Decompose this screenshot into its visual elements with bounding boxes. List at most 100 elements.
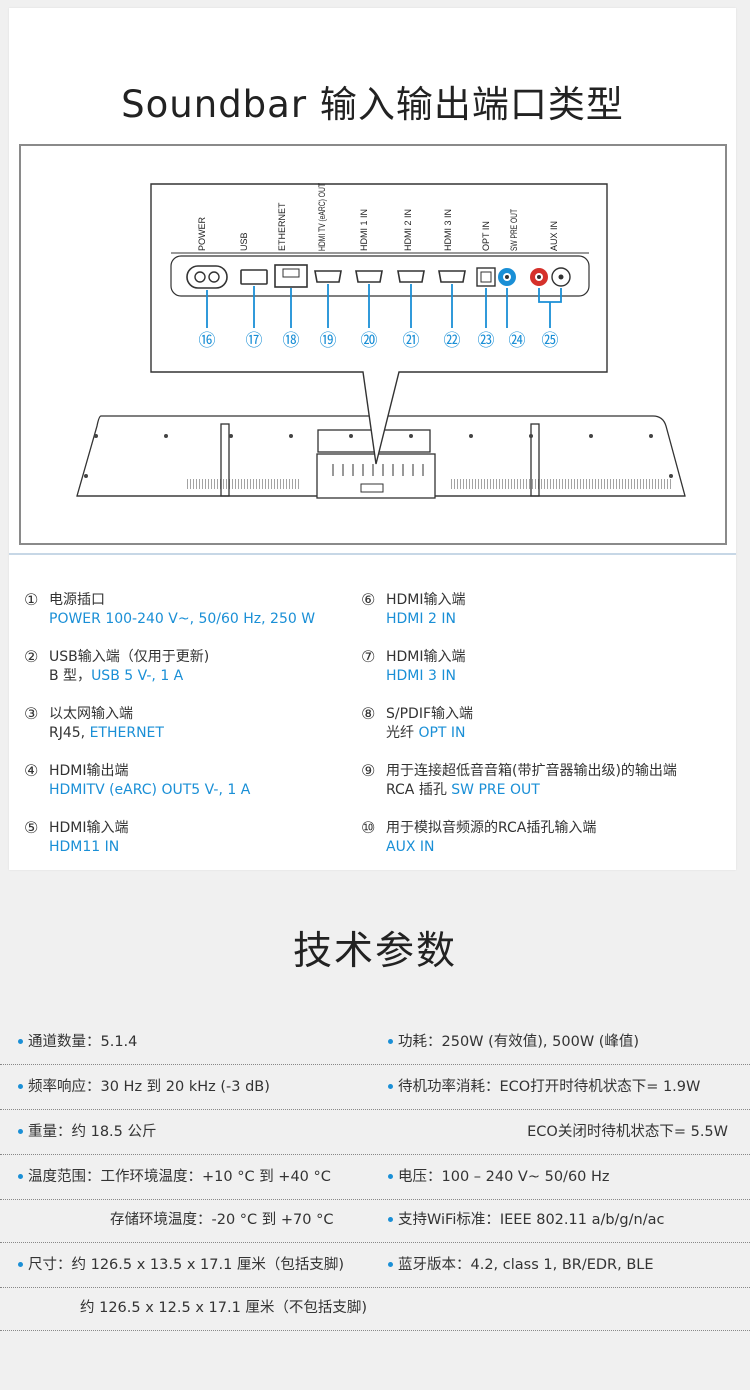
bullet-icon [18,1128,23,1134]
legend-name: HDMI输入端 [386,649,466,665]
marker-23: ㉓ [478,331,495,351]
port-label-hdmi2: HDMI 2 IN [403,209,413,251]
hdmi-tv-port-icon [314,270,342,283]
leader-lines [206,284,562,328]
hdmi2-port-icon [397,270,425,283]
legend-num: ⑥ [361,590,376,609]
legend-detail: POWER 100-240 V~, 50/60 Hz, 250 W [49,611,316,627]
spec-left: 通道数量：5.1.4 [18,1020,137,1064]
legend-detail: HDMITV (eARC) OUT5 V-, 1 A [49,782,251,798]
legend-num: ④ [24,761,39,780]
spec-left: 重量：约 18.5 公斤 [18,1110,157,1154]
port-label-power: POWER [197,216,207,251]
spec-right: 电压：100 – 240 V~ 50/60 Hz [388,1155,610,1199]
hdmi3-port-icon [438,270,466,283]
legend-num: ③ [24,704,39,723]
port-label-hdmi-tv: HDMI TV (eARC) OUT [317,183,327,251]
spec-row: 频率响应：30 Hz 到 20 kHz (-3 dB) 待机功率消耗：ECO打开… [0,1065,750,1110]
marker-20: ⑳ [361,331,378,351]
port-diagram-svg: POWER USB ETHERNET HDMI TV (eARC) OUT HD… [76,183,686,499]
ethernet-port-icon [274,264,308,288]
legend-num: ⑩ [361,818,376,837]
hdmi1-port-icon [355,270,383,283]
port-label-sw-pre-out: SW PRE OUT [509,209,519,251]
marker-16: ⑯ [199,331,216,351]
port-labels-group: POWER USB ETHERNET HDMI TV (eARC) OUT HD… [197,183,559,251]
legend-detail: HDMI 2 IN [386,611,456,627]
legend-num: ① [24,590,39,609]
legend-detail: AUX IN [386,839,435,855]
marker-22: ㉒ [444,331,461,351]
ports-card: Soundbar 输入输出端口类型 [9,8,736,870]
bullet-icon [388,1173,393,1179]
spec-right: 蓝牙版本：4.2, class 1, BR/EDR, BLE [388,1243,654,1287]
bullet-icon [18,1038,23,1044]
port-label-hdmi3: HDMI 3 IN [443,209,453,251]
legend-num: ⑨ [361,761,376,780]
bullet-icon [388,1083,393,1089]
callout-box [150,183,608,465]
port-label-aux-in: AUX IN [549,221,559,251]
aux-red-port-icon [530,268,548,286]
legend-num: ⑧ [361,704,376,723]
aux-white-port-icon [551,267,571,287]
spec-row: 温度范围：工作环境温度：+10 °C 到 +40 °C 电压：100 – 240… [0,1155,750,1200]
specs-title: 技术参数 [292,929,457,974]
spec-right: 待机功率消耗：ECO打开时待机状态下= 1.9W [388,1065,700,1109]
legend-name: HDMI输入端 [49,820,129,836]
legend-name: HDMI输出端 [49,763,129,779]
port-panel [170,255,590,297]
bullet-icon [388,1216,393,1222]
bullet-icon [18,1083,23,1089]
marker-18: ⑱ [283,331,300,351]
marker-24: ㉔ [509,331,526,351]
marker-17: ⑰ [246,331,263,351]
legend-name: 用于连接超低音音箱(带扩音器输出级)的输出端 [386,763,677,779]
spec-row: 存储环境温度：-20 °C 到 +70 °C 支持WiFi标准：IEEE 802… [0,1198,750,1242]
spec-right: ECO关闭时待机状态下= 5.5W [527,1124,728,1140]
spec-left: 温度范围：工作环境温度：+10 °C 到 +40 °C [18,1155,331,1199]
legend-detail: 光纤 OPT IN [386,725,466,741]
port-legend: ① 电源插口 POWER 100-240 V~, 50/60 Hz, 250 W… [9,583,736,873]
markers-group: ⑯ ⑰ ⑱ ⑲ ⑳ ㉑ ㉒ ㉓ ㉔ ㉕ [199,331,559,351]
opt-port-icon [476,267,496,287]
marker-19: ⑲ [320,331,337,351]
spec-left: 约 126.5 x 12.5 x 17.1 厘米（不包括支脚) [80,1300,368,1316]
divider [9,553,736,555]
spec-left: 频率响应：30 Hz 到 20 kHz (-3 dB) [18,1065,270,1109]
spec-left: 存储环境温度：-20 °C 到 +70 °C [110,1212,334,1228]
legend-name: 电源插口 [49,592,105,608]
legend-detail: HDMI 3 IN [386,668,456,684]
port-label-opt-in: OPT IN [481,221,491,251]
hdmi-port-icons [314,270,466,283]
bullet-icon [18,1173,23,1179]
bullet-icon [388,1038,393,1044]
legend-detail: HDM11 IN [49,839,120,855]
usb-port-icon [240,269,268,285]
port-label-usb: USB [239,232,249,251]
legend-name: HDMI输入端 [386,592,466,608]
legend-detail: RCA 插孔 SW PRE OUT [386,782,540,798]
legend-num: ⑤ [24,818,39,837]
soundbar-screw-dots [84,434,673,478]
port-label-hdmi1: HDMI 1 IN [359,209,369,251]
spec-left: 尺寸：约 126.5 x 13.5 x 17.1 厘米（包括支脚) [18,1243,344,1287]
spec-row: 重量：约 18.5 公斤 ECO关闭时待机状态下= 5.5W [0,1110,750,1155]
marker-21: ㉑ [403,331,420,351]
bullet-icon [18,1261,23,1267]
legend-num: ⑦ [361,647,376,666]
marker-25: ㉕ [542,331,559,351]
mini-port-marks [332,464,424,493]
spec-right: 功耗：250W (有效值), 500W (峰值) [388,1020,639,1064]
legend-name: S/PDIF输入端 [386,706,474,722]
spec-row: 通道数量：5.1.4 功耗：250W (有效值), 500W (峰值) [0,1020,750,1065]
sw-pre-out-port-icon [498,268,516,286]
spec-row: 尺寸：约 126.5 x 13.5 x 17.1 厘米（包括支脚) 蓝牙版本：4… [0,1242,750,1288]
legend-detail: RJ45, ETHERNET [49,725,164,741]
bullet-icon [388,1261,393,1267]
legend-detail: B 型，USB 5 V-, 1 A [49,668,184,684]
legend-name: USB输入端（仅用于更新) [49,649,210,665]
spec-right: 支持WiFi标准：IEEE 802.11 a/b/g/n/ac [388,1198,664,1242]
legend-name: 用于模拟音频源的RCA插孔输入端 [386,820,597,836]
spec-row: 约 126.5 x 12.5 x 17.1 厘米（不包括支脚) [0,1286,750,1331]
